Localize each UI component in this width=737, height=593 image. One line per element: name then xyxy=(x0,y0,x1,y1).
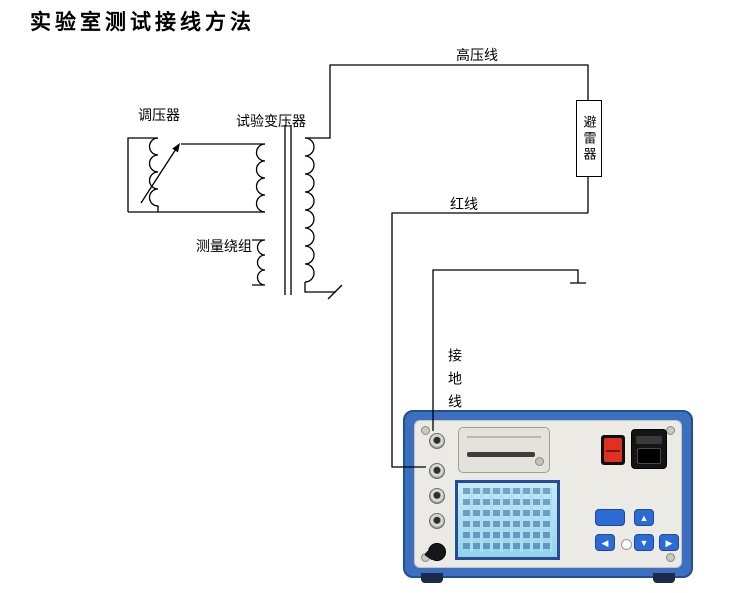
left-button: ◀ xyxy=(595,534,615,551)
down-button: ▼ xyxy=(634,534,654,551)
left-arrow-icon: ◀ xyxy=(601,538,609,548)
red-line-label: 红线 xyxy=(450,196,478,212)
signal-terminal xyxy=(429,488,445,504)
regulator-arrow-line xyxy=(140,148,177,204)
arrester-box: 避雷器 xyxy=(576,100,602,177)
lcd-menu-content xyxy=(463,488,552,552)
screw-icon xyxy=(421,426,430,435)
power-rocker-icon xyxy=(604,438,622,462)
socket-recess-icon xyxy=(637,448,661,464)
lcd-screen xyxy=(455,480,560,560)
transformer-secondary-coil xyxy=(304,137,315,283)
signal-terminal xyxy=(429,513,445,529)
signal-terminal xyxy=(429,463,445,479)
ground-wire-label: 接地线 xyxy=(447,348,463,417)
arrester-label: 避雷器 xyxy=(581,114,597,163)
printer xyxy=(458,427,550,473)
up-button: ▲ xyxy=(634,509,654,526)
device-foot xyxy=(421,573,443,583)
measuring-winding-label: 测量绕组 xyxy=(196,238,252,254)
high-voltage-line-label: 高压线 xyxy=(456,47,498,63)
screw-icon xyxy=(666,426,675,435)
printer-feed-button xyxy=(535,457,544,466)
tester-device: ▲ ◀ ▼ ▶ xyxy=(403,410,693,583)
printer-cover-line xyxy=(467,436,541,438)
regulator-input-wire xyxy=(127,137,158,212)
right-button: ▶ xyxy=(659,534,679,551)
power-socket xyxy=(631,429,667,469)
transformer-primary-coil xyxy=(255,143,266,213)
keypad-center-dot xyxy=(621,539,632,550)
knob xyxy=(428,543,446,561)
page-title: 实验室测试接线方法 xyxy=(30,11,255,34)
screw-icon xyxy=(666,553,675,562)
printer-paper-slot xyxy=(467,452,535,457)
secondary-earth-wire xyxy=(304,282,343,300)
right-arrow-icon: ▶ xyxy=(665,538,673,548)
transformer-core xyxy=(284,125,292,295)
measuring-winding-coil xyxy=(252,239,266,286)
down-arrow-icon: ▼ xyxy=(639,538,649,548)
device-foot xyxy=(653,573,675,583)
high-voltage-wire xyxy=(305,64,589,139)
up-arrow-icon: ▲ xyxy=(639,513,649,523)
ground-terminal xyxy=(429,433,445,449)
function-button xyxy=(595,509,625,526)
fuse-slot-icon xyxy=(636,436,662,444)
regulator-coil xyxy=(148,137,159,212)
transformer-label: 试验变压器 xyxy=(236,113,306,129)
regulator-label: 调压器 xyxy=(138,107,180,123)
device-panel: ▲ ◀ ▼ ▶ xyxy=(414,420,682,568)
regulator-arrowhead xyxy=(172,143,180,153)
power-switch xyxy=(601,435,625,465)
